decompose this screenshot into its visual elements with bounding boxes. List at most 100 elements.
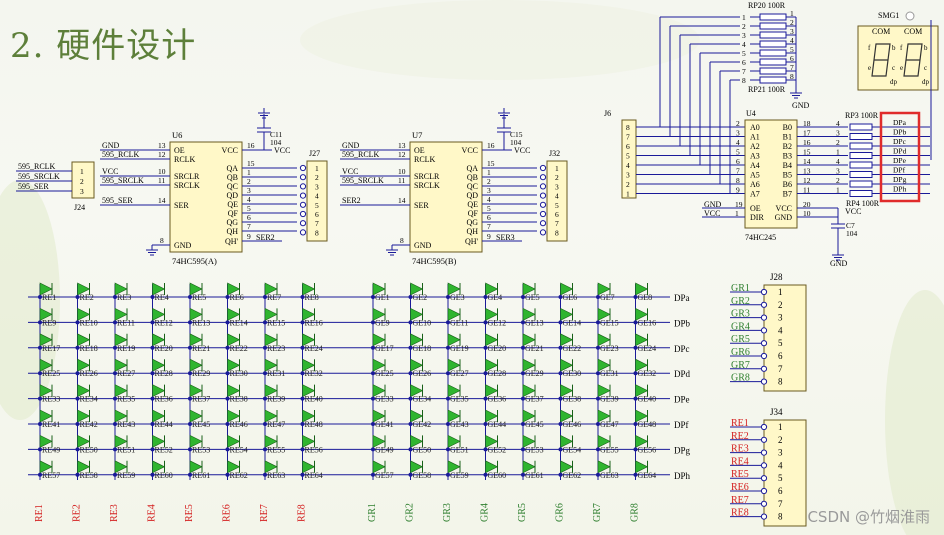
u6-out-net: SER2 <box>256 233 275 242</box>
u6-pin-number: 4 <box>247 195 251 204</box>
led-ref-label: GE8 <box>638 293 653 302</box>
led-ref-label: GE60 <box>488 471 507 480</box>
u6-pin-name: QE <box>227 200 238 209</box>
u7-pin-number: 10 <box>398 167 406 176</box>
matrix-col-label: GR8 <box>630 503 641 522</box>
led-ref-label: RE22 <box>230 344 248 353</box>
led-ref-label: RE49 <box>42 445 60 454</box>
led-symbol <box>410 358 424 372</box>
led-symbol <box>522 333 536 347</box>
led-ref-label: GE20 <box>488 344 507 353</box>
smg-seg-label: e <box>900 64 903 72</box>
u7-pin-name: QF <box>468 209 479 218</box>
led-symbol <box>635 282 649 296</box>
matrix-junction <box>633 295 638 299</box>
dp-highlight-box <box>879 111 921 203</box>
j28-net-label: GR5 <box>731 334 750 345</box>
rp20-resistor <box>759 13 787 21</box>
j34-net-label: RE3 <box>731 444 749 455</box>
matrix-junction <box>633 422 638 426</box>
j28-pin <box>760 378 768 385</box>
led-symbol <box>410 307 424 321</box>
led-symbol <box>189 282 203 296</box>
led-ref-label: RE51 <box>117 445 135 454</box>
led-ref-label: RE3 <box>117 293 131 302</box>
matrix-junction <box>150 295 155 299</box>
led-ref-label: RE15 <box>267 318 285 327</box>
matrix-junction <box>483 345 488 350</box>
led-symbol <box>302 460 316 474</box>
led-ref-label: RE1 <box>42 293 56 302</box>
j6-body <box>621 119 637 199</box>
matrix-junction <box>150 472 155 477</box>
led-ref-label: GE36 <box>488 395 507 404</box>
u7-pin-number: 13 <box>398 141 406 150</box>
u4-pin-number: 16 <box>803 138 811 147</box>
matrix-junction <box>300 295 305 299</box>
u4-pin-number: 5 <box>736 148 740 157</box>
led-symbol <box>522 282 536 296</box>
led-symbol <box>114 460 128 474</box>
u6-pin-name: SRCLR <box>174 172 200 181</box>
matrix-junction <box>263 396 267 401</box>
matrix-junction <box>263 422 267 426</box>
j34-pin <box>760 449 768 456</box>
u4-cap-ref: C7 <box>846 221 855 230</box>
u6-pin-name: QC <box>227 182 238 191</box>
led-symbol <box>302 307 316 321</box>
led-symbol <box>39 282 53 296</box>
matrix-junction <box>521 396 525 401</box>
led-symbol <box>114 434 128 448</box>
led-ref-label: GE10 <box>413 318 432 327</box>
matrix-junction <box>113 345 117 350</box>
u7-connector-pin <box>539 220 547 227</box>
matrix-junction <box>113 295 117 299</box>
j34-pin <box>760 500 768 507</box>
led-symbol <box>410 282 424 296</box>
matrix-junction <box>521 371 525 376</box>
u4-gnd-label: GND <box>830 259 848 268</box>
led-symbol <box>447 333 461 347</box>
matrix-junction <box>521 447 525 452</box>
u7-pin-number: 2 <box>487 177 491 186</box>
rp3-resistor <box>849 133 873 140</box>
led-ref-label: GE53 <box>525 445 544 454</box>
matrix-junction <box>408 320 413 325</box>
matrix-junction <box>633 371 638 376</box>
led-ref-label: GE55 <box>600 445 619 454</box>
smg-seg-label: dp <box>922 78 930 86</box>
led-ref-label: GE41 <box>375 420 394 429</box>
led-symbol <box>372 460 386 474</box>
led-ref-label: RE40 <box>305 395 323 404</box>
j28-pin-number: 5 <box>778 338 783 348</box>
matrix-junction <box>408 396 413 401</box>
matrix-junction <box>558 371 563 376</box>
j28-pin-number: 4 <box>778 325 783 335</box>
matrix-junction <box>113 371 117 376</box>
u7-pin-name: SRCLK <box>414 181 440 190</box>
j28-pin-number: 3 <box>778 313 783 323</box>
u7-connector-body <box>546 160 568 242</box>
matrix-junction <box>446 295 450 299</box>
matrix-junction <box>300 396 305 401</box>
j28-pin-number: 7 <box>778 364 783 374</box>
led-ref-label: RE18 <box>80 344 98 353</box>
matrix-junction <box>188 472 192 477</box>
led-symbol <box>302 282 316 296</box>
u6-pin-number: 1 <box>247 168 251 177</box>
rp20-pin-number: 6 <box>742 58 746 67</box>
led-symbol <box>410 384 424 398</box>
j34-pin-number: 4 <box>778 460 783 470</box>
u6-pin-name: SER <box>174 201 189 210</box>
u4-pin-name: B3 <box>783 152 792 161</box>
matrix-col-label: GR1 <box>367 503 378 522</box>
rp4-label: RP4 100R <box>846 199 880 208</box>
matrix-junction <box>446 345 450 350</box>
rp-pin-number: 4 <box>836 119 840 128</box>
led-ref-label: GE2 <box>413 293 428 302</box>
u7-out-net: SER3 <box>496 233 515 242</box>
matrix-junction <box>113 472 117 477</box>
matrix-junction <box>113 422 117 426</box>
matrix-junction <box>225 320 230 325</box>
led-symbol <box>560 409 574 423</box>
